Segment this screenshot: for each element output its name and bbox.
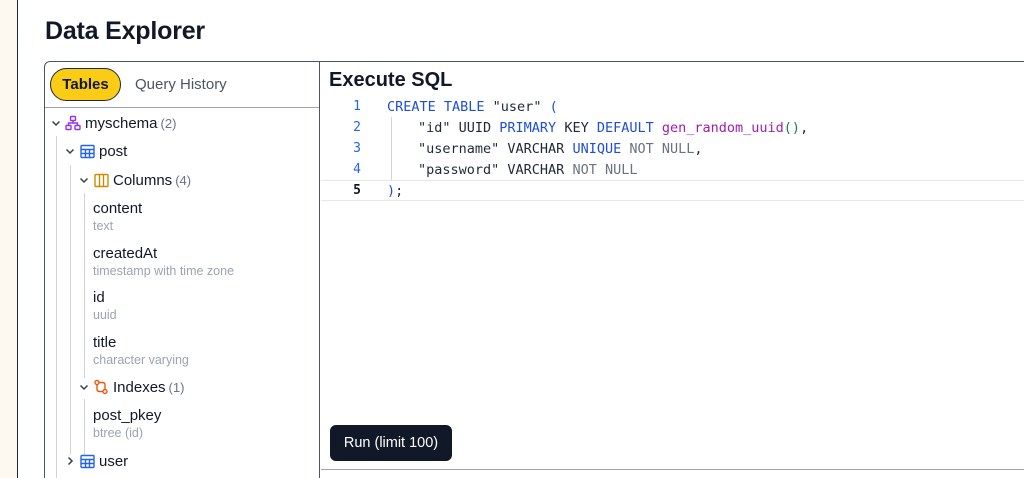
tree-guide-post bbox=[70, 165, 71, 455]
tree-guide-indexes bbox=[84, 399, 85, 455]
table-name: user bbox=[99, 452, 129, 470]
columns-icon bbox=[93, 172, 109, 188]
indent-guide bbox=[391, 117, 392, 180]
schema-name: myschema bbox=[85, 114, 158, 132]
tree-guide-schema bbox=[56, 136, 57, 478]
index-item-post-pkey[interactable]: post_pkey btree (id) bbox=[93, 407, 161, 440]
explorer-panel: Tables Query History myschema (2) bbox=[44, 61, 1024, 478]
tab-tables[interactable]: Tables bbox=[50, 68, 121, 101]
chevron-down-icon[interactable] bbox=[64, 140, 76, 162]
columns-label: Columns bbox=[113, 171, 173, 189]
column-type: character varying bbox=[93, 353, 189, 367]
column-item-id[interactable]: id uuid bbox=[93, 289, 117, 322]
code-text: CREATE TABLE "user" ( bbox=[387, 98, 558, 115]
column-item-content[interactable]: content text bbox=[93, 200, 142, 233]
chevron-down-icon[interactable] bbox=[78, 169, 90, 191]
code-line-5: 5 ); bbox=[321, 180, 1024, 201]
columns-count: (4) bbox=[175, 172, 192, 188]
page-title: Data Explorer bbox=[45, 17, 205, 45]
indexes-count: (1) bbox=[168, 379, 185, 395]
tree-item-columns[interactable]: Columns (4) bbox=[78, 169, 191, 191]
line-number: 2 bbox=[353, 120, 361, 135]
left-edge-strip bbox=[0, 0, 18, 478]
indexes-label: Indexes bbox=[113, 378, 166, 396]
index-type: btree (id) bbox=[93, 426, 144, 440]
sql-editor[interactable]: 1 CREATE TABLE "user" ( 2 "id" UUID PRIM… bbox=[321, 96, 1024, 466]
column-type: uuid bbox=[93, 308, 117, 322]
code-text: "username" VARCHAR UNIQUE NOT NULL, bbox=[418, 140, 703, 157]
tab-query-history[interactable]: Query History bbox=[135, 76, 227, 93]
line-number: 1 bbox=[353, 99, 361, 114]
code-text: "password" VARCHAR NOT NULL bbox=[418, 161, 638, 178]
index-name: post_pkey bbox=[93, 407, 162, 424]
tree-item-myschema[interactable]: myschema (2) bbox=[50, 112, 176, 134]
sql-panel-title: Execute SQL bbox=[329, 69, 453, 91]
column-name: title bbox=[93, 334, 117, 351]
code-line-3: 3 "username" VARCHAR UNIQUE NOT NULL, bbox=[321, 138, 1024, 159]
schema-hierarchy-icon bbox=[65, 115, 81, 131]
code-text: ); bbox=[387, 182, 404, 199]
chevron-down-icon[interactable] bbox=[50, 112, 62, 134]
tree-item-indexes[interactable]: Indexes (1) bbox=[78, 376, 184, 398]
results-divider bbox=[321, 469, 1024, 470]
column-type: text bbox=[93, 219, 114, 233]
line-number: 4 bbox=[353, 162, 361, 177]
index-icon bbox=[93, 379, 109, 395]
line-number: 5 bbox=[353, 183, 361, 198]
column-type: timestamp with time zone bbox=[93, 264, 235, 278]
sidebar-tabs: Tables Query History bbox=[45, 62, 319, 108]
table-icon bbox=[79, 453, 95, 469]
column-name: createdAt bbox=[93, 245, 158, 262]
tree-item-user[interactable]: user bbox=[64, 450, 128, 472]
run-query-button[interactable]: Run (limit 100) bbox=[330, 425, 452, 461]
column-item-title[interactable]: title character varying bbox=[93, 334, 189, 367]
code-line-1: 1 CREATE TABLE "user" ( bbox=[321, 96, 1024, 117]
code-line-2: 2 "id" UUID PRIMARY KEY DEFAULT gen_rand… bbox=[321, 117, 1024, 138]
sql-panel: Execute SQL 1 CREATE TABLE "user" ( 2 "i… bbox=[321, 62, 1024, 478]
table-icon bbox=[79, 143, 95, 159]
schema-sidebar: Tables Query History myschema (2) bbox=[45, 62, 320, 478]
tree-item-post[interactable]: post bbox=[64, 140, 127, 162]
schema-count: (2) bbox=[160, 115, 177, 131]
column-item-createdat[interactable]: createdAt timestamp with time zone bbox=[93, 245, 234, 278]
tree-guide-columns bbox=[84, 193, 85, 378]
table-name: post bbox=[99, 142, 128, 160]
chevron-down-icon[interactable] bbox=[78, 376, 90, 398]
chevron-right-icon[interactable] bbox=[64, 450, 76, 472]
line-number: 3 bbox=[353, 141, 361, 156]
code-line-4: 4 "password" VARCHAR NOT NULL bbox=[321, 159, 1024, 180]
column-name: content bbox=[93, 200, 143, 217]
column-name: id bbox=[93, 289, 105, 306]
code-text: "id" UUID PRIMARY KEY DEFAULT gen_random… bbox=[418, 119, 809, 136]
